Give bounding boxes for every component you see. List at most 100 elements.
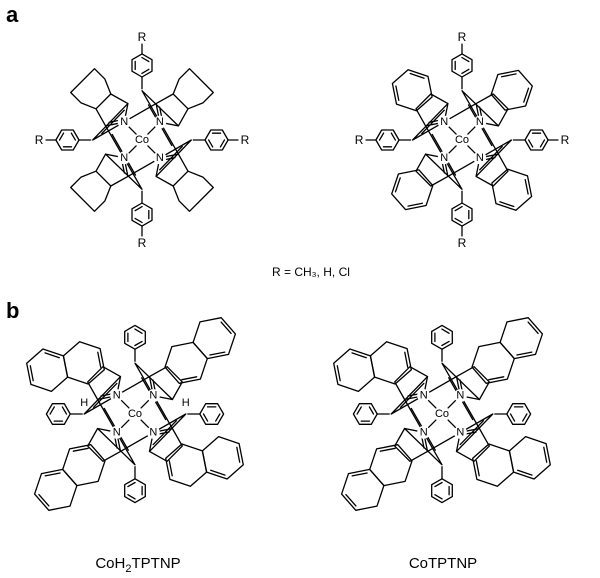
substituent-label-0-backdrop xyxy=(455,30,469,44)
benzo-ring-2-double-bonds xyxy=(395,72,425,102)
benzo-ring-1 xyxy=(391,169,434,211)
nitrogen-atom-0-backdrop xyxy=(153,151,167,165)
meso-phenyl-ring-3-double-bonds xyxy=(378,132,397,148)
meso-phenyl-ring-3 xyxy=(352,403,378,425)
meso-phenyl-ring-1 xyxy=(199,403,225,425)
substituent-label-3: R xyxy=(35,133,44,147)
nitrogen-atom-1: N xyxy=(440,152,448,164)
benzo-ring-0 xyxy=(491,168,533,211)
nitrogen-atom-2-backdrop xyxy=(117,115,131,129)
cobalt-nitrogen-bonds xyxy=(127,125,157,155)
nitrogen-atom-1: N xyxy=(113,426,121,438)
nitrogen-atom-3: N xyxy=(476,116,484,128)
naphtho-inner-ring-2 xyxy=(369,341,412,385)
nitrogen-atom-2: N xyxy=(120,116,128,128)
pyrrole-rings xyxy=(394,366,490,462)
naphtho-inner-ring-3 xyxy=(164,341,208,384)
meso-phenyl-ring-1-double-bonds xyxy=(527,132,546,148)
meso-phenyl-ring-3-double-bonds xyxy=(49,406,68,422)
meso-bridges xyxy=(411,90,513,190)
naphtho-inner-ring-1 xyxy=(369,444,413,487)
cobalt-atom: Co xyxy=(135,134,149,146)
naphtho-ring-2-double-bonds xyxy=(336,351,409,382)
nitrogen-atom-1: N xyxy=(120,152,128,164)
meso-phenyl-ring-3 xyxy=(45,403,71,425)
meso-phenyl-ring-1 xyxy=(506,403,532,425)
nitrogen-atom-0: N xyxy=(149,426,157,438)
substituent-label-1: R xyxy=(561,133,570,147)
cyclohexyl-ring-2 xyxy=(70,68,112,110)
nitrogen-atom-3: N xyxy=(456,390,464,402)
naphtho-ring-2-double-bonds xyxy=(29,351,102,382)
meso-bridges xyxy=(390,362,494,466)
nitrogen-atom-1-backdrop xyxy=(437,151,451,165)
nitrogen-atom-3-backdrop xyxy=(153,115,167,129)
cobalt-atom: Co xyxy=(128,408,142,420)
naphtho-ring-1-double-bonds xyxy=(38,447,89,507)
meso-hydrogen-3: H xyxy=(80,397,88,409)
benzo-ring-1-double-bonds xyxy=(394,177,424,207)
pyrrole-rings xyxy=(415,93,509,187)
meso-phenyl-ring-2 xyxy=(431,478,453,504)
naphtho-outer-ring-1 xyxy=(340,468,385,511)
molecule-coh2tptnp: H H N N N N Co xyxy=(26,317,244,511)
nitrogen-atom-3-backdrop xyxy=(453,389,467,403)
meso-phenyl-ring-2-double-bonds xyxy=(454,205,470,224)
nitrogen-atom-2: N xyxy=(113,390,121,402)
substituent-label-2: R xyxy=(458,236,467,250)
cyclohexyl-ring-1 xyxy=(70,170,112,212)
naphtho-ring-3-double-bonds xyxy=(488,321,539,381)
cobalt-atom: Co xyxy=(435,408,449,420)
meso-phenyl-ring-2 xyxy=(124,478,146,504)
meso-hydrogen-1-backdrop xyxy=(179,396,193,410)
meso-phenyl-ring-1-double-bonds xyxy=(509,406,528,422)
meso-phenyl-ring-1-double-bonds xyxy=(207,132,226,148)
nitrogen-atom-2: N xyxy=(420,390,428,402)
nitrogen-atom-1-backdrop xyxy=(117,151,131,165)
cobalt-atom: Co xyxy=(455,134,469,146)
naphtho-outer-ring-0 xyxy=(201,435,244,480)
naphtho-ring-3-double-bonds xyxy=(181,321,232,381)
panel-letter-a: a xyxy=(6,2,19,27)
substituent-label-1-backdrop xyxy=(238,133,252,147)
substituent-label-1-backdrop xyxy=(558,133,572,147)
nitrogen-atom-1-backdrop xyxy=(110,425,124,439)
nitrogen-atom-3-backdrop xyxy=(146,389,160,403)
cobalt-nitrogen-bonds xyxy=(447,125,477,155)
meso-phenyl-ring-2-double-bonds xyxy=(127,481,143,500)
nitrogen-atom-2-backdrop xyxy=(437,115,451,129)
nitrogen-atom-0: N xyxy=(456,426,464,438)
meso-phenyl-ring-2-double-bonds xyxy=(434,481,450,500)
naphtho-inner-ring-0 xyxy=(165,443,208,487)
meso-hydrogen-1: H xyxy=(182,397,190,409)
cobalt-atom-backdrop xyxy=(135,133,149,147)
benzo-ring-3 xyxy=(490,69,533,111)
nitrogen-atom-3: N xyxy=(149,390,157,402)
naphtho-inner-ring-0 xyxy=(472,443,515,487)
meso-phenyl-ring-0-double-bonds xyxy=(454,56,470,75)
nitrogen-atom-2-backdrop xyxy=(417,389,431,403)
nitrogen-atom-0: N xyxy=(476,152,484,164)
nitrogen-atom-0-backdrop xyxy=(453,425,467,439)
cobalt-atom-backdrop xyxy=(455,133,469,147)
caption-cotptnp: CoTPTNP xyxy=(409,555,477,572)
meso-phenyl-ring-0-double-bonds xyxy=(127,328,143,347)
pyrrole-rings xyxy=(95,93,189,187)
nitrogen-atom-0-backdrop xyxy=(146,425,160,439)
substituent-label-0: R xyxy=(458,30,467,44)
naphtho-inner-ring-1 xyxy=(62,444,106,487)
meso-phenyl-ring-0-double-bonds xyxy=(434,328,450,347)
meso-hydrogen-3-backdrop xyxy=(77,396,91,410)
meso-phenyl-ring-0 xyxy=(431,324,453,350)
cyclohexyl-ring-3 xyxy=(172,68,214,110)
nitrogen-atom-0-backdrop xyxy=(473,151,487,165)
meso-phenyl-ring-1-double-bonds xyxy=(202,406,221,422)
substituent-label-0: R xyxy=(138,30,147,44)
nitrogen-atom-1: N xyxy=(420,426,428,438)
nitrogen-atom-3-backdrop xyxy=(473,115,487,129)
caption-coh2tptnp: CoH2TPTNP xyxy=(95,555,180,575)
panel-letter-b: b xyxy=(6,298,19,323)
naphtho-inner-ring-2 xyxy=(62,341,105,385)
